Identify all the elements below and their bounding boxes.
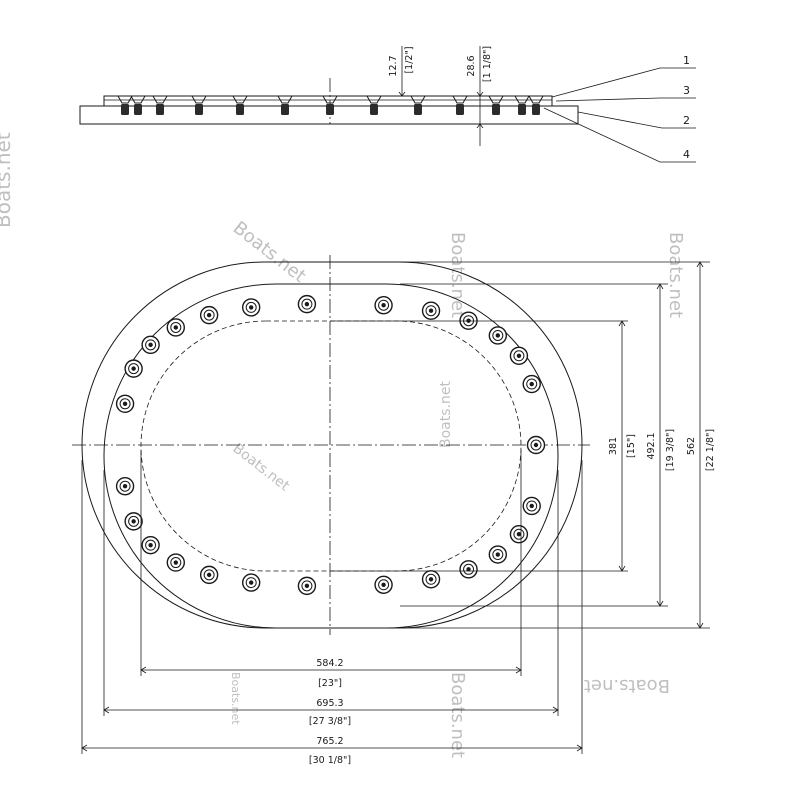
watermark-lower-left: Boats.net	[229, 672, 242, 725]
watermark-upper-center: Boats.net	[447, 232, 468, 318]
dim-28-6-in: [1 1/8"]	[482, 46, 493, 82]
bolt-hole	[488, 326, 508, 345]
bolt-hole	[421, 301, 441, 320]
side-fastener	[322, 95, 338, 115]
leader-4	[543, 107, 696, 163]
side-fastener	[130, 95, 146, 115]
bolt-hole	[297, 576, 317, 596]
dim-584-mm: 584.2	[316, 658, 343, 669]
callout-4: 4	[683, 148, 690, 161]
side-fastener	[514, 95, 530, 115]
side-fastener	[410, 95, 426, 115]
bolt-hole	[374, 575, 393, 594]
frame-outline	[103, 283, 559, 629]
bolt-hole	[115, 476, 135, 496]
watermark-lower-center: Boats.net	[447, 672, 468, 758]
bolt-hole	[141, 335, 160, 355]
side-fastener	[488, 95, 504, 115]
dim-28-6-mm: 28.6	[466, 55, 477, 76]
dim-695-arrows	[103, 706, 559, 714]
dim-28-6-arrow-top	[476, 91, 484, 97]
dim-12-7-in: [1/2"]	[404, 46, 415, 73]
side-fastener	[366, 95, 382, 115]
watermark-left-edge: Boats.net	[0, 132, 15, 228]
dim-695-in: [27 3/8"]	[309, 716, 351, 727]
cutout-dashed-outline	[140, 320, 522, 572]
plan-view: 584.2 [23"] 695.3 [27 3/8"] 765.2 [30 1/…	[72, 255, 716, 766]
side-fastener	[152, 95, 168, 115]
bolt-hole	[509, 346, 529, 365]
dim-562-arrows	[696, 261, 704, 629]
dim-584-arrows	[140, 666, 522, 674]
watermark-mid-left: Boats.net	[230, 441, 293, 495]
bolt-hole	[509, 525, 529, 544]
dim-492-mm: 492.1	[646, 432, 657, 459]
side-fastener	[528, 95, 544, 115]
dim-584-in: [23"]	[318, 678, 342, 689]
dim-381-mm: 381	[608, 437, 619, 455]
side-fastener	[452, 95, 468, 115]
watermark-upper-left: Boats.net	[229, 217, 310, 287]
side-fastener	[117, 95, 133, 115]
bolt-hole	[199, 565, 219, 585]
bolt-hole	[124, 512, 143, 531]
dim-562-in: [22 1/8"]	[705, 429, 716, 471]
side-fastener	[277, 95, 293, 115]
bolt-hole	[374, 296, 393, 315]
leader-1	[551, 67, 696, 98]
bolt-hole	[522, 496, 541, 516]
callout-2: 2	[683, 114, 690, 127]
dim-765-in: [30 1/8"]	[309, 755, 351, 766]
dim-381-in: [15"]	[626, 434, 637, 458]
bolt-hole	[522, 374, 541, 394]
leader-3	[555, 97, 696, 102]
bolt-hole	[199, 305, 219, 325]
dim-492-arrows	[656, 283, 664, 607]
side-fastener	[232, 95, 248, 115]
side-fastener	[191, 95, 207, 115]
bolt-hole	[241, 573, 261, 592]
callout-3: 3	[683, 84, 690, 97]
dim-28-6-arrow-bottom	[476, 123, 484, 129]
plan-bolt-holes	[115, 294, 546, 596]
watermark-lower-right: Boats.net	[584, 675, 670, 696]
bolt-hole	[141, 535, 160, 555]
watermark-center: Boats.net	[438, 381, 454, 448]
dim-381-arrows	[618, 320, 626, 572]
side-view: 12.7 [1/2"] 28.6 [1 1/8"] 1 3 2 4	[79, 46, 696, 163]
bolt-hole	[488, 545, 508, 564]
bolt-hole	[241, 298, 261, 317]
watermark-upper-right: Boats.net	[665, 232, 686, 318]
dim-765-mm: 765.2	[316, 736, 343, 747]
bolt-hole	[526, 435, 546, 455]
bolt-hole	[124, 359, 143, 378]
bolt-hole	[166, 553, 186, 572]
bolt-hole	[459, 560, 478, 579]
dim-12-7-mm: 12.7	[388, 55, 399, 76]
bolt-hole	[115, 394, 135, 414]
bolt-hole	[166, 318, 186, 337]
dim-562-mm: 562	[686, 437, 697, 455]
callout-1: 1	[683, 54, 690, 67]
dim-765-arrows	[81, 744, 583, 752]
leader-2	[577, 111, 696, 129]
dim-492-in: [19 3/8"]	[665, 429, 676, 471]
bolt-hole	[421, 570, 441, 589]
bolt-hole	[297, 294, 317, 314]
dim-695-mm: 695.3	[316, 698, 343, 709]
dim-12-7-arrow	[398, 91, 406, 97]
side-fasteners	[117, 95, 544, 115]
